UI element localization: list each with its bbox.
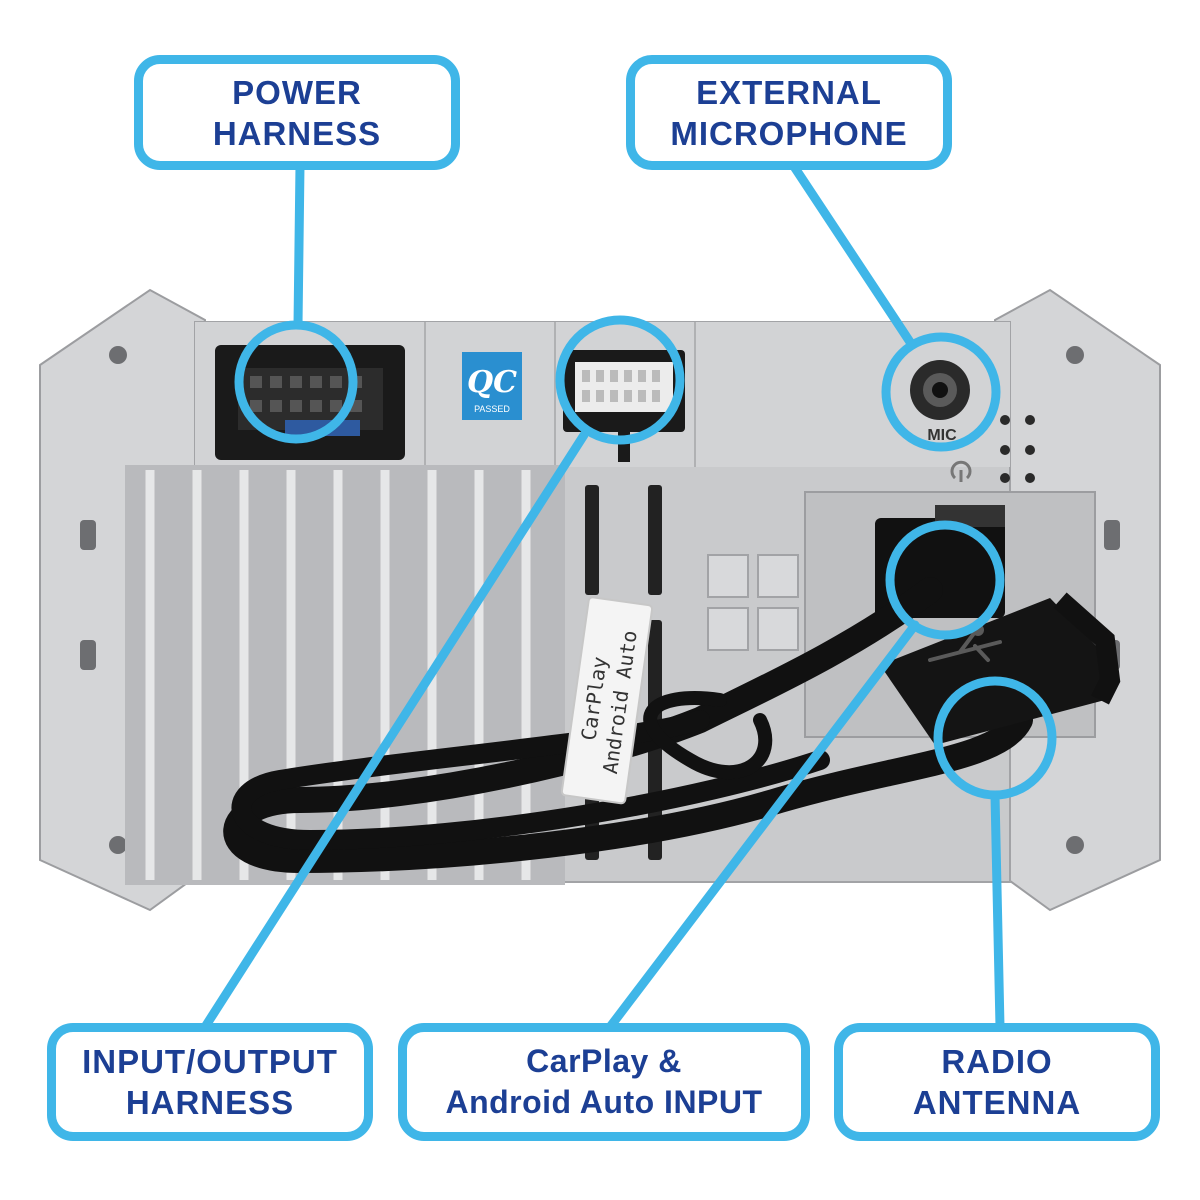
callout-power-harness-line1: POWER (232, 73, 362, 111)
callout-power-harness-line2: HARNESS (212, 114, 382, 152)
callout-radio-antenna-line1: RADIO (941, 1043, 1053, 1080)
callout-io-harness: INPUT/OUTPUT HARNESS (47, 1023, 373, 1141)
callout-power-harness: POWER HARNESS (134, 55, 460, 170)
mic-leader (790, 163, 917, 350)
carplay-input-highlight (885, 520, 1005, 640)
callout-external-microphone-line1: EXTERNAL (696, 73, 882, 111)
callout-external-microphone-line2: MICROPHONE (670, 114, 908, 152)
ground-icon (950, 460, 972, 482)
coiled-cable (223, 577, 1033, 874)
speaker-grille-dots (1000, 415, 1035, 483)
leader-lines (200, 160, 1005, 1032)
qc-badge-subtitle: PASSED (474, 404, 510, 414)
callout-external-microphone: EXTERNAL MICROPHONE (626, 55, 952, 170)
carplay-input-leader (605, 620, 920, 1032)
callout-carplay-input-line1: CarPlay & (526, 1043, 682, 1079)
mic-jack: MIC (910, 360, 970, 444)
callout-carplay-input-line2: Android Auto INPUT (445, 1084, 763, 1120)
highlight-circles (234, 315, 1057, 800)
callout-io-harness-line1: INPUT/OUTPUT (82, 1043, 338, 1080)
io-harness-leader (200, 430, 589, 1032)
callout-carplay-input: CarPlay & Android Auto INPUT (398, 1023, 810, 1141)
io-harness-connector (563, 350, 685, 462)
callout-radio-antenna: RADIO ANTENNA (834, 1023, 1160, 1141)
callout-radio-antenna-line2: ANTENNA (912, 1084, 1082, 1121)
antenna-leader (990, 790, 1005, 1032)
io-harness-highlight (555, 315, 685, 445)
qc-passed-badge: QC PASSED (462, 352, 522, 420)
qc-badge-title: QC (467, 365, 517, 400)
callout-io-harness-line2: HARNESS (125, 1084, 295, 1121)
square-vents (707, 554, 799, 651)
power-harness-leader (293, 160, 305, 330)
mic-highlight (881, 332, 1001, 452)
mic-jack-label: MIC (927, 427, 957, 444)
